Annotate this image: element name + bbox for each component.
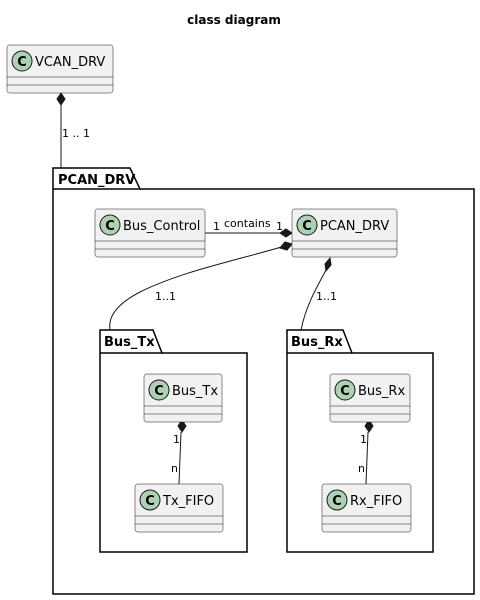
package-label-bus-tx: Bus_Tx bbox=[104, 335, 155, 350]
class-c-icon bbox=[148, 379, 170, 401]
svg-text:C: C bbox=[105, 219, 115, 234]
class-c-icon bbox=[326, 489, 348, 511]
package-bus-rx: Bus_Rx bbox=[286, 329, 434, 553]
class-c-icon bbox=[296, 214, 318, 236]
composition-diamond bbox=[279, 228, 293, 238]
package-bus-tx: Bus_Tx bbox=[99, 329, 248, 553]
composition-diamond bbox=[279, 241, 293, 251]
svg-text:C: C bbox=[154, 384, 164, 399]
composition-diamond bbox=[324, 256, 332, 273]
edge-label-tx-top: 1 bbox=[173, 433, 180, 446]
edge-bustx-txfifo: 1 n bbox=[171, 419, 187, 485]
svg-text:C: C bbox=[17, 55, 27, 70]
class-name-bus-tx: Bus_Tx bbox=[172, 384, 218, 399]
composition-diamond bbox=[177, 419, 187, 433]
class-vcan-drv[interactable]: C VCAN_DRV bbox=[6, 44, 114, 94]
composition-diamond bbox=[364, 419, 374, 433]
svg-text:C: C bbox=[145, 494, 155, 509]
package-label-pcan-drv: PCAN_DRV bbox=[58, 173, 135, 188]
class-name-pcan-drv: PCAN_DRV bbox=[320, 219, 389, 234]
edge-pcan-busrx: 1..1 bbox=[300, 256, 337, 331]
class-pcan-drv[interactable]: C PCAN_DRV bbox=[291, 208, 398, 258]
edge-label-control-left: 1 bbox=[213, 220, 220, 233]
class-name-bus-rx: Bus_Rx bbox=[358, 384, 405, 399]
svg-text:C: C bbox=[332, 494, 342, 509]
class-c-icon bbox=[139, 489, 161, 511]
composition-diamond bbox=[56, 92, 66, 106]
edge-label-pcan-rx: 1..1 bbox=[316, 290, 337, 303]
svg-text:C: C bbox=[302, 219, 312, 234]
edge-label-contains: contains bbox=[224, 217, 271, 230]
class-bus-tx[interactable]: C Bus_Tx bbox=[143, 373, 223, 423]
class-c-icon bbox=[99, 214, 121, 236]
edge-label-tx-bottom: n bbox=[171, 462, 178, 475]
edge-label-control-right: 1 bbox=[276, 220, 283, 233]
diagram-title: class diagram bbox=[187, 13, 281, 27]
edge-busrx-rxfifo: 1 n bbox=[358, 419, 374, 485]
package-pcan-drv: PCAN_DRV bbox=[52, 167, 475, 595]
package-label-bus-rx: Bus_Rx bbox=[291, 335, 343, 350]
class-c-icon bbox=[334, 379, 356, 401]
class-tx-fifo[interactable]: C Tx_FIFO bbox=[134, 483, 224, 533]
edge-label-vcan-pcan: 1 .. 1 bbox=[62, 127, 90, 140]
class-name-rx-fifo: Rx_FIFO bbox=[350, 494, 402, 509]
edge-vcan-pcan: 1 .. 1 bbox=[56, 92, 90, 168]
edge-control-pcan: 1 contains 1 bbox=[205, 217, 293, 238]
class-c-icon bbox=[11, 50, 33, 72]
edge-label-rx-top: 1 bbox=[360, 433, 367, 446]
edge-label-rx-bottom: n bbox=[358, 462, 365, 475]
class-bus-rx[interactable]: C Bus_Rx bbox=[329, 373, 411, 423]
svg-text:C: C bbox=[340, 384, 350, 399]
edge-label-pcan-tx: 1..1 bbox=[155, 290, 176, 303]
class-bus-control[interactable]: C Bus_Control bbox=[94, 208, 206, 258]
class-name-vcan-drv: VCAN_DRV bbox=[35, 55, 105, 70]
edge-pcan-bustx: 1..1 bbox=[109, 241, 293, 331]
class-name-bus-control: Bus_Control bbox=[123, 219, 200, 234]
class-rx-fifo[interactable]: C Rx_FIFO bbox=[321, 483, 412, 533]
class-name-tx-fifo: Tx_FIFO bbox=[162, 494, 214, 509]
